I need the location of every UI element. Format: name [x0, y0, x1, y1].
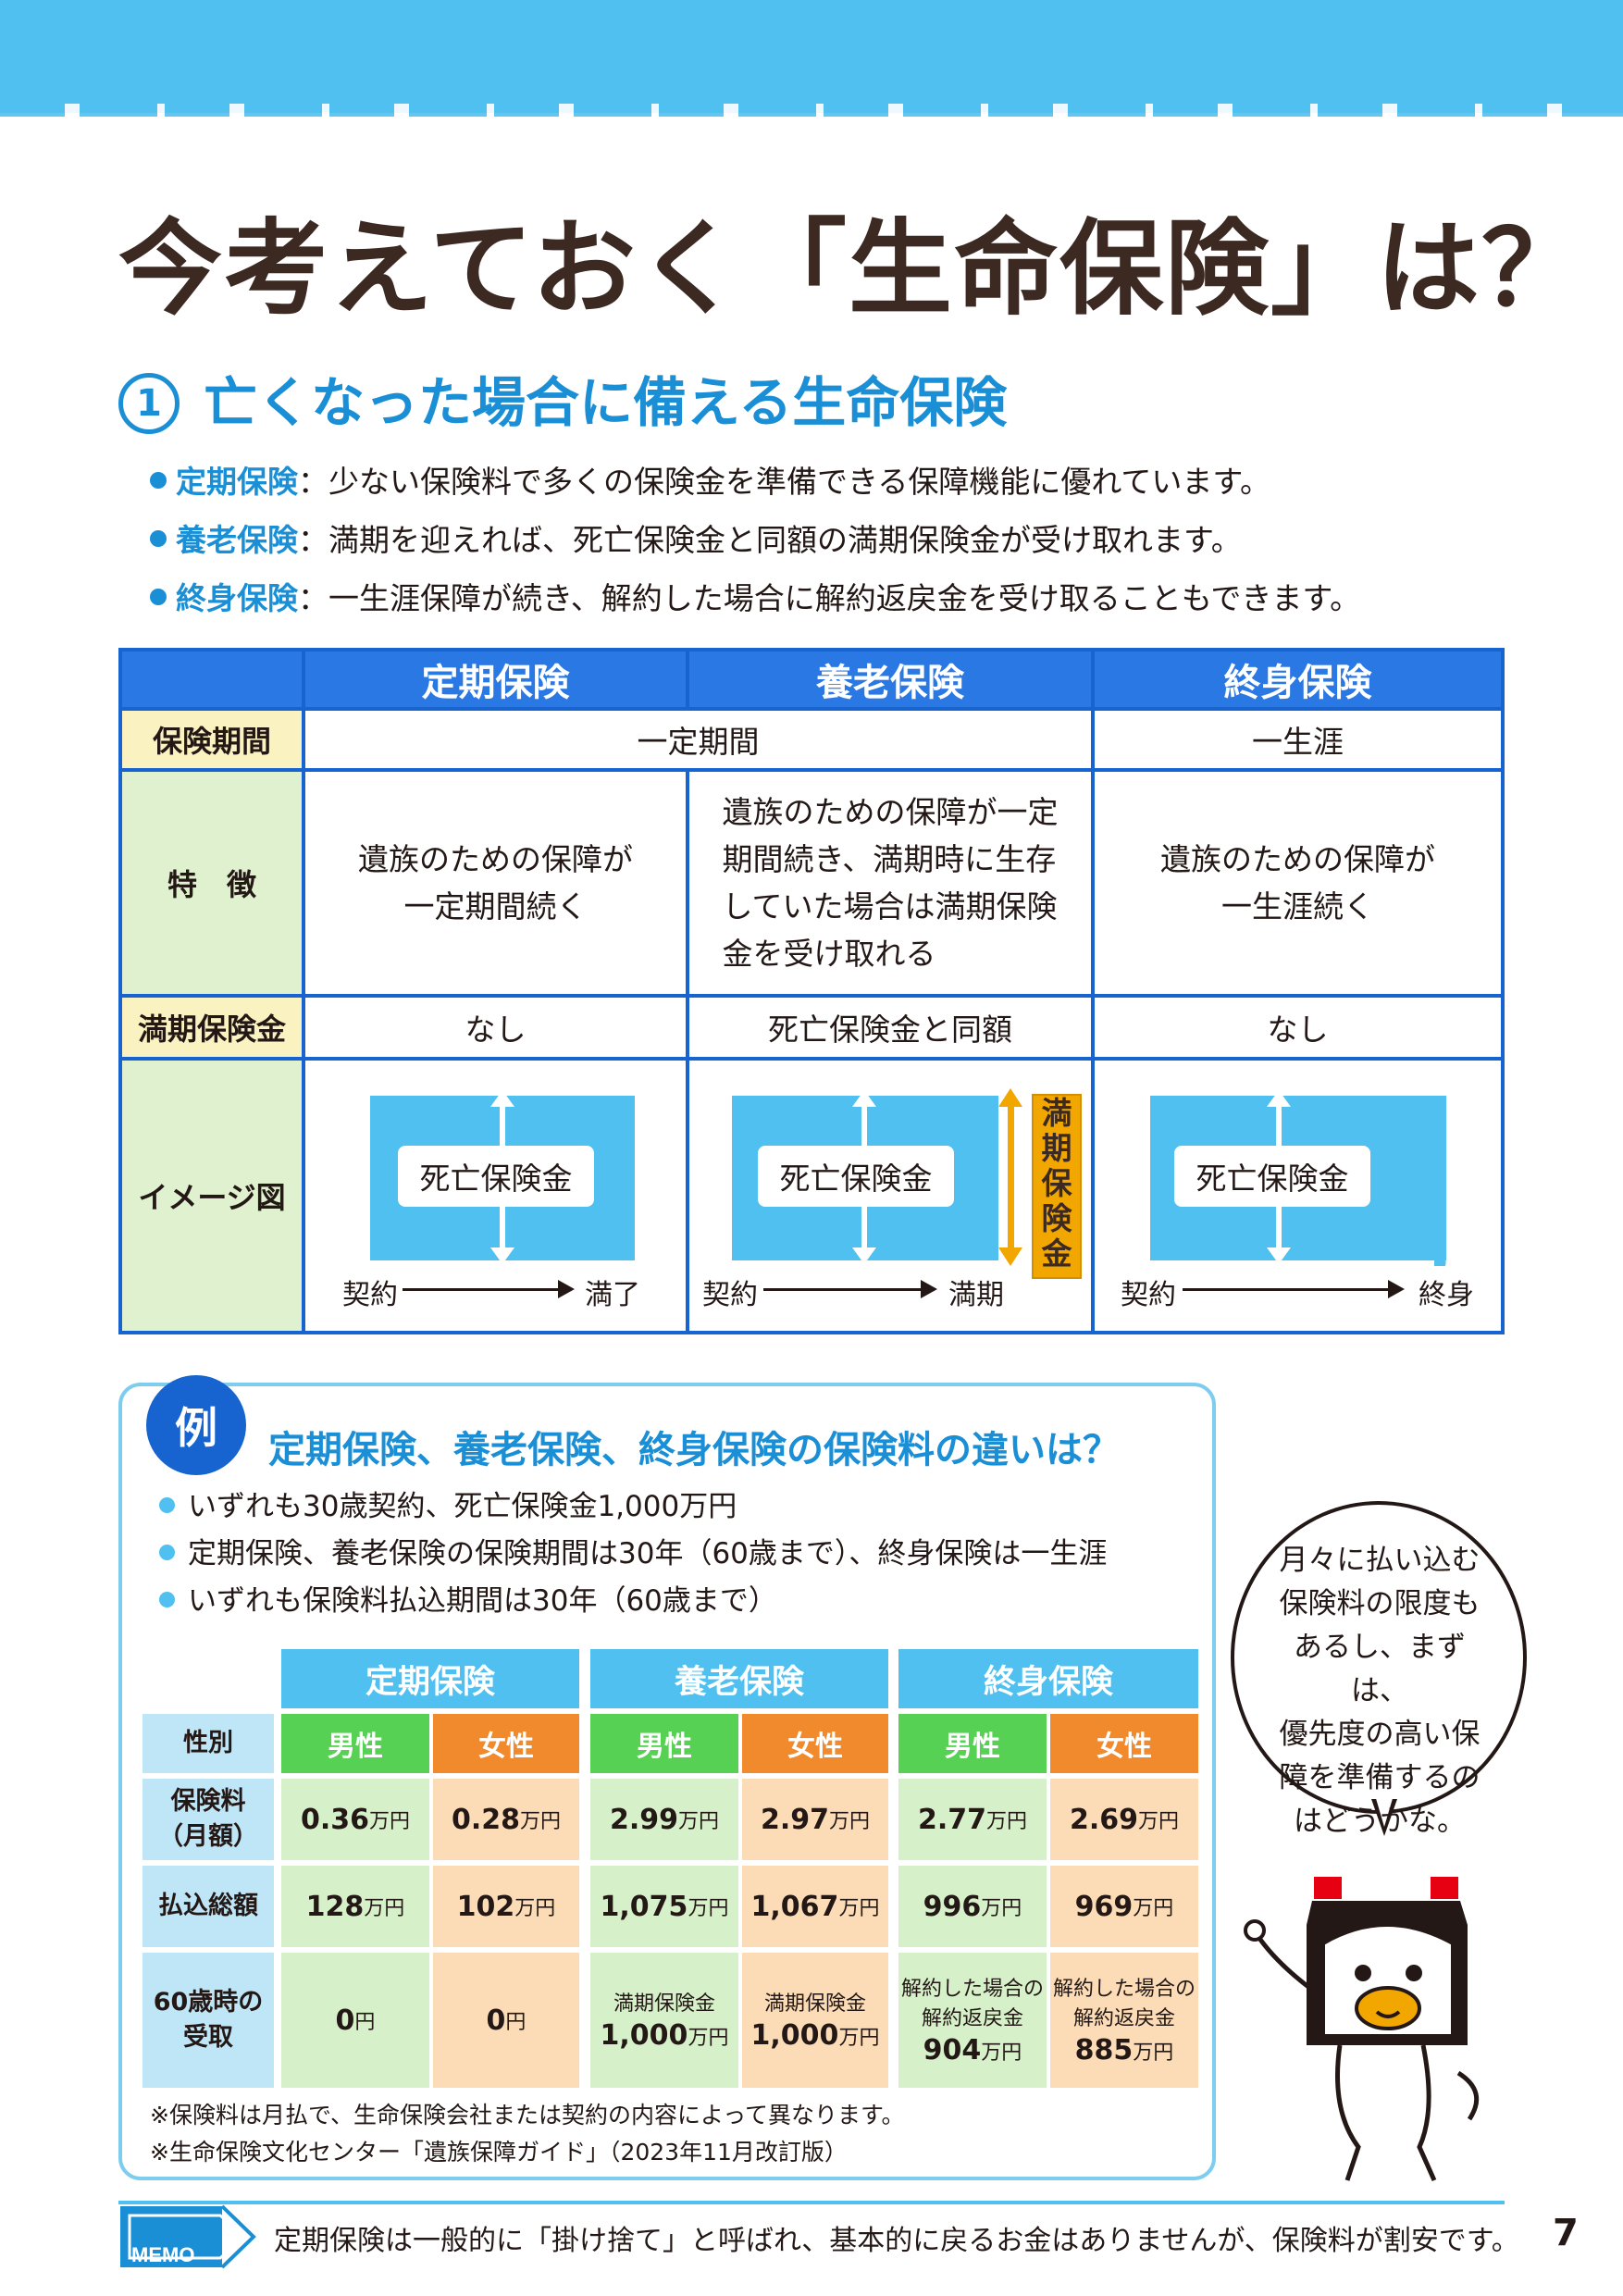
diagram-term: 死亡保険金 契約 満了 — [305, 1061, 686, 1331]
speech-bubble-text: 月々に払い込む 保険料の限度も あるし、まずは、 優先度の高い保 障を準備するの… — [1279, 1544, 1481, 1838]
memo-divider — [118, 2201, 1505, 2204]
maturity-term: なし — [305, 998, 686, 1057]
period-fixed: 一定期間 — [305, 711, 1091, 768]
row-label-total: 払込総額 — [142, 1866, 274, 1947]
bullet-item: 養老保険：満期を迎えれば、死亡保険金と同額の満期保険金が受け取れます。 — [150, 516, 1360, 575]
footnotes: ※保険料は月払で、生命保険会社または契約の内容によって異なります。 ※生命保険文… — [150, 2097, 904, 2171]
col-header-whole: 終身保険 — [1095, 652, 1501, 707]
group-header-term: 定期保険 — [281, 1649, 579, 1708]
period-whole: 一生涯 — [1095, 711, 1501, 768]
gender-male: 男性 — [590, 1714, 738, 1773]
bullet-list: 定期保険：少ない保険料で多くの保険金を準備できる保障機能に優れています。 養老保… — [150, 458, 1360, 633]
example-title: 定期保険、養老保険、終身保険の保険料の違いは？ — [268, 1429, 1120, 1471]
row-label-period: 保険期間 — [122, 711, 302, 768]
feature-endowment: 遺族のための保障が一定 期間続き、満期時に生存 していた場合は満期保険 金を受け… — [689, 772, 1091, 994]
row-label-image: イメージ図 — [122, 1061, 302, 1331]
maturity-whole: なし — [1095, 998, 1501, 1057]
timeline-arrow-icon — [403, 1280, 575, 1298]
col-header-endowment: 養老保険 — [689, 652, 1091, 707]
row-label-receipt: 60歳時の 受取 — [142, 1953, 274, 2088]
condition-item: いずれも保険料払込期間は30年（60歳まで） — [159, 1579, 1107, 1626]
maturity-arrow-icon — [998, 1088, 1022, 1266]
bullet-dot-icon — [150, 589, 167, 605]
feature-whole: 遺族のための保障が 一生涯続く — [1095, 772, 1501, 994]
feature-term: 遺族のための保障が 一定期間続く — [305, 772, 686, 994]
row-label-monthly: 保険料 （月額） — [142, 1779, 274, 1860]
maturity-benefit-tag: 満期保険金 — [1032, 1094, 1082, 1279]
example-box — [118, 1383, 1216, 2180]
row-label-gender: 性別 — [142, 1714, 274, 1773]
speech-bubble — [1231, 1501, 1527, 1814]
death-benefit-label: 死亡保険金 — [398, 1146, 594, 1207]
gender-male: 男性 — [898, 1714, 1047, 1773]
gender-male: 男性 — [281, 1714, 429, 1773]
memo-pencil-icon: MEMO — [120, 2204, 256, 2269]
row-label-maturity: 満期保険金 — [122, 998, 302, 1057]
footnote: ※保険料は月払で、生命保険会社または契約の内容によって異なります。 — [150, 2102, 905, 2128]
footnote: ※生命保険文化センター「遺族保障ガイド」（2023年11月改訂版） — [150, 2139, 848, 2166]
section-title: 亡くなった場合に備える生命保険 — [204, 371, 1008, 434]
group-header-endowment: 養老保険 — [590, 1649, 888, 1708]
death-benefit-label: 死亡保険金 — [758, 1146, 954, 1207]
diagram-endowment: 死亡保険金 満期保険金 契約 満期 — [689, 1061, 1091, 1331]
timeline-arrow-icon — [763, 1280, 937, 1298]
bullet-item: 定期保険：少ない保険料で多くの保険金を準備できる保障機能に優れています。 — [150, 458, 1360, 516]
bullet-dot-icon — [150, 472, 167, 489]
diagram-whole: 死亡保険金 契約 終身 — [1095, 1061, 1501, 1331]
timeline-end: 満期 — [948, 1279, 1004, 1311]
comparison-table: 定期保険 養老保険 終身保険 保険期間 一定期間 一生涯 特 徴 遺族のための保… — [118, 648, 1505, 1334]
gender-female: 女性 — [433, 1714, 579, 1773]
timeline-start: 契約 — [342, 1279, 398, 1311]
col-header-term: 定期保険 — [305, 652, 686, 707]
timeline-arrow-icon — [1183, 1280, 1405, 1298]
timeline-start: 契約 — [702, 1279, 758, 1311]
header-band — [0, 0, 1623, 117]
group-header-whole: 終身保険 — [898, 1649, 1198, 1708]
section-heading: 1 亡くなった場合に備える生命保険 — [118, 359, 1007, 437]
page-number: 7 — [1553, 2212, 1579, 2254]
bullet-dot-icon — [150, 530, 167, 547]
condition-item: 定期保険、養老保険の保険期間は30年（60歳まで）、終身保険は一生涯 — [159, 1532, 1107, 1579]
timeline-start: 契約 — [1121, 1279, 1176, 1311]
gender-female: 女性 — [1050, 1714, 1198, 1773]
bullet-dot-icon — [159, 1545, 175, 1560]
section-number-badge: 1 — [118, 373, 180, 434]
svg-text:MEMO: MEMO — [131, 2243, 194, 2266]
table-corner — [122, 652, 302, 707]
gender-female: 女性 — [742, 1714, 888, 1773]
bullet-dot-icon — [159, 1497, 175, 1513]
row-label-feature: 特 徴 — [122, 772, 302, 994]
condition-item: いずれも30歳契約、死亡保険金1,000万円 — [159, 1484, 1107, 1532]
memo-text: 定期保険は一般的に「掛け捨て」と呼ばれ、基本的に戻るお金はありませんが、保険料が… — [274, 2225, 1519, 2257]
maturity-endowment: 死亡保険金と同額 — [689, 998, 1091, 1057]
death-benefit-label: 死亡保険金 — [1174, 1146, 1370, 1207]
example-conditions: いずれも30歳契約、死亡保険金1,000万円 定期保険、養老保険の保険期間は30… — [159, 1484, 1107, 1626]
timeline-end: 終身 — [1419, 1279, 1474, 1311]
bullet-item: 終身保険：一生涯保障が続き、解約した場合に解約返戻金を受け取ることもできます。 — [150, 575, 1360, 633]
bullet-dot-icon — [159, 1592, 175, 1607]
example-badge: 例 — [146, 1375, 246, 1475]
mascot-character-icon — [1244, 1877, 1480, 2182]
page-title: 今考えておく「生命保険」は？ — [118, 209, 1588, 329]
timeline-end: 満了 — [585, 1279, 640, 1311]
